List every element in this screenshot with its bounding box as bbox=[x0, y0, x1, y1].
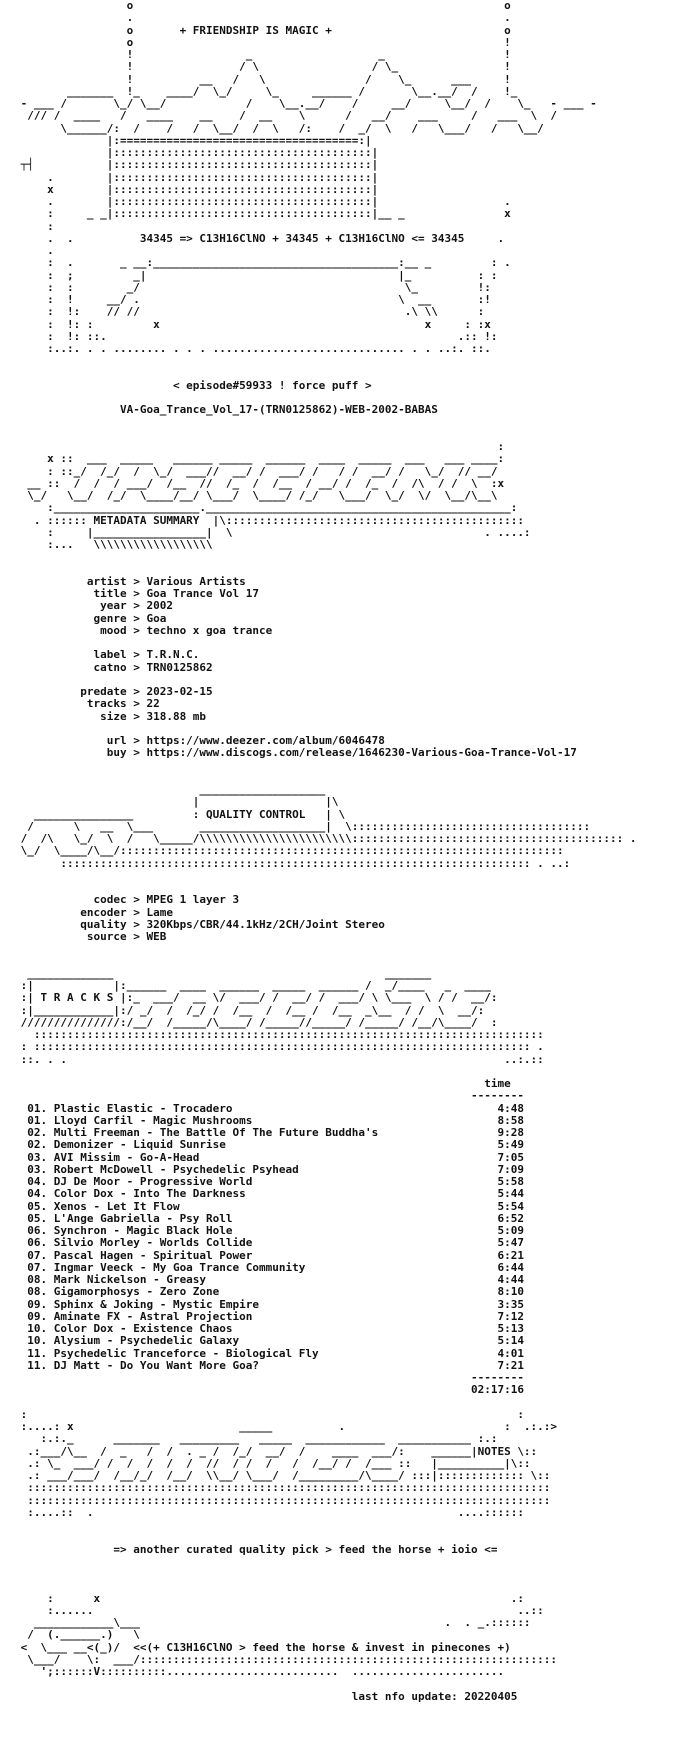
nfo-document: o o . . o + FRIENDSHIP IS MAGIC + bbox=[14, 0, 674, 1764]
nfo-ascii-text: o o . . o + FRIENDSHIP IS MAGIC + bbox=[20, 0, 637, 1703]
